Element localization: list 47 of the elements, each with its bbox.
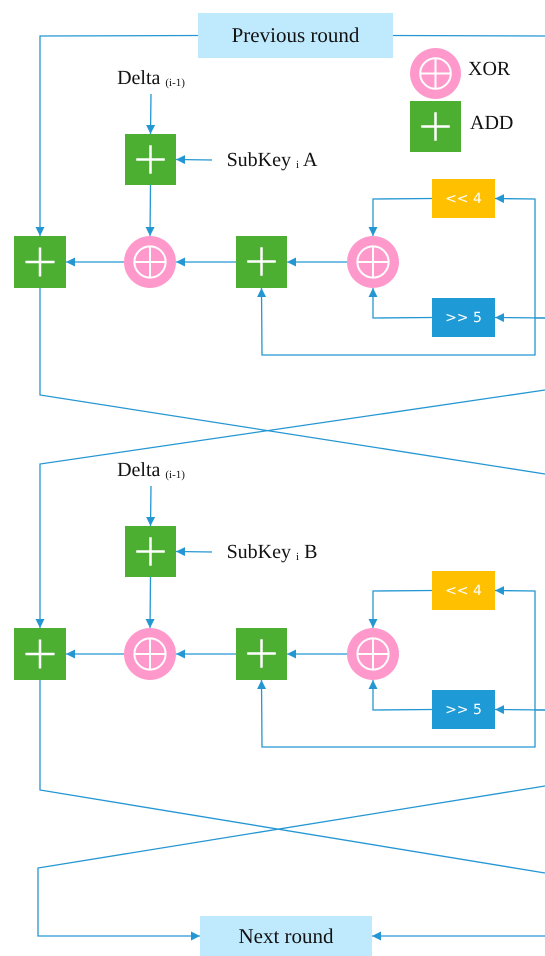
arrow [368, 288, 432, 319]
round-box: Next round [200, 916, 372, 956]
shift-box: >> 5 [432, 298, 495, 337]
arrow [368, 680, 432, 711]
xor-circle [347, 628, 399, 680]
input-label: SubKey $_{i}$ B [212, 539, 332, 565]
add-block [125, 134, 176, 185]
legend-label: ADD [470, 112, 514, 135]
add-block [14, 236, 66, 288]
add-block [125, 526, 176, 577]
xor-circle [124, 628, 176, 680]
arrow [368, 198, 432, 236]
add-block [14, 628, 66, 680]
arrow [146, 94, 156, 134]
connector-line [39, 288, 545, 475]
connector-line [39, 680, 545, 874]
xor-circle [347, 236, 399, 288]
arrow [36, 389, 545, 628]
arrow [257, 288, 545, 356]
arrow [176, 258, 236, 266]
arrow [176, 650, 236, 658]
arrow [37, 785, 545, 940]
arrow [146, 185, 155, 236]
shift-box: >> 5 [432, 690, 495, 729]
add-block [236, 628, 287, 680]
arrow [287, 258, 347, 266]
arrow [372, 932, 545, 940]
arrow [66, 258, 124, 266]
legend-label: XOR [468, 58, 510, 81]
arrow [368, 590, 432, 628]
arrow [287, 650, 347, 658]
xor-circle [124, 236, 176, 288]
arrow [146, 486, 156, 526]
input-label: Delta $_{(i-1)}$ [104, 62, 198, 94]
arrow [66, 650, 124, 658]
round-box: Previous round [198, 13, 393, 58]
arrow [176, 155, 212, 164]
arrow [146, 577, 155, 628]
arrow [257, 680, 545, 748]
arrow [176, 547, 212, 556]
input-label: SubKey $_{i}$ A [212, 147, 332, 173]
input-label: Delta $_{(i-1)}$ [104, 454, 198, 486]
connector-line [393, 34, 545, 37]
add-block [236, 236, 287, 288]
shift-box: << 4 [432, 571, 495, 610]
arrow [36, 34, 198, 236]
shift-box: << 4 [432, 179, 495, 218]
